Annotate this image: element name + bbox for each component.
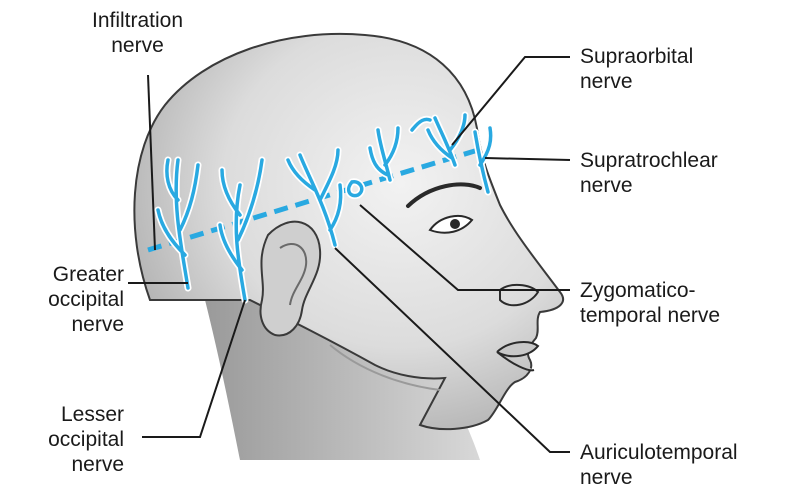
label-auriculotemporal-line1: Auriculotemporal [580,440,738,465]
label-infiltration-line2: nerve [92,33,183,58]
label-zygomaticotemporal-line1: Zygomatico- [580,278,720,303]
label-infiltration-nerve: Infiltration nerve [92,8,183,58]
label-auriculotemporal-line2: nerve [580,465,738,490]
label-greater-occipital-nerve: Greater occipital nerve [14,262,124,337]
label-lesser-occipital-line3: nerve [14,452,124,477]
label-zygomaticotemporal-line2: temporal nerve [580,303,720,328]
label-auriculotemporal-nerve: Auriculotemporal nerve [580,440,738,490]
label-lesser-occipital-line1: Lesser [14,402,124,427]
label-supraorbital-line1: Supraorbital [580,44,693,69]
head-silhouette [134,34,563,460]
label-supraorbital-nerve: Supraorbital nerve [580,44,693,94]
eye-pupil [450,219,460,229]
label-lesser-occipital-line2: occipital [14,427,124,452]
label-greater-occipital-line2: occipital [14,287,124,312]
label-zygomaticotemporal-nerve: Zygomatico- temporal nerve [580,278,720,328]
leader-supratrochlear [485,158,570,160]
label-infiltration-line1: Infiltration [92,8,183,33]
label-supratrochlear-nerve: Supratrochlear nerve [580,148,718,198]
label-greater-occipital-line1: Greater [14,262,124,287]
label-greater-occipital-line3: nerve [14,312,124,337]
label-lesser-occipital-nerve: Lesser occipital nerve [14,402,124,477]
label-supratrochlear-line1: Supratrochlear [580,148,718,173]
label-supratrochlear-line2: nerve [580,173,718,198]
label-supraorbital-line2: nerve [580,69,693,94]
